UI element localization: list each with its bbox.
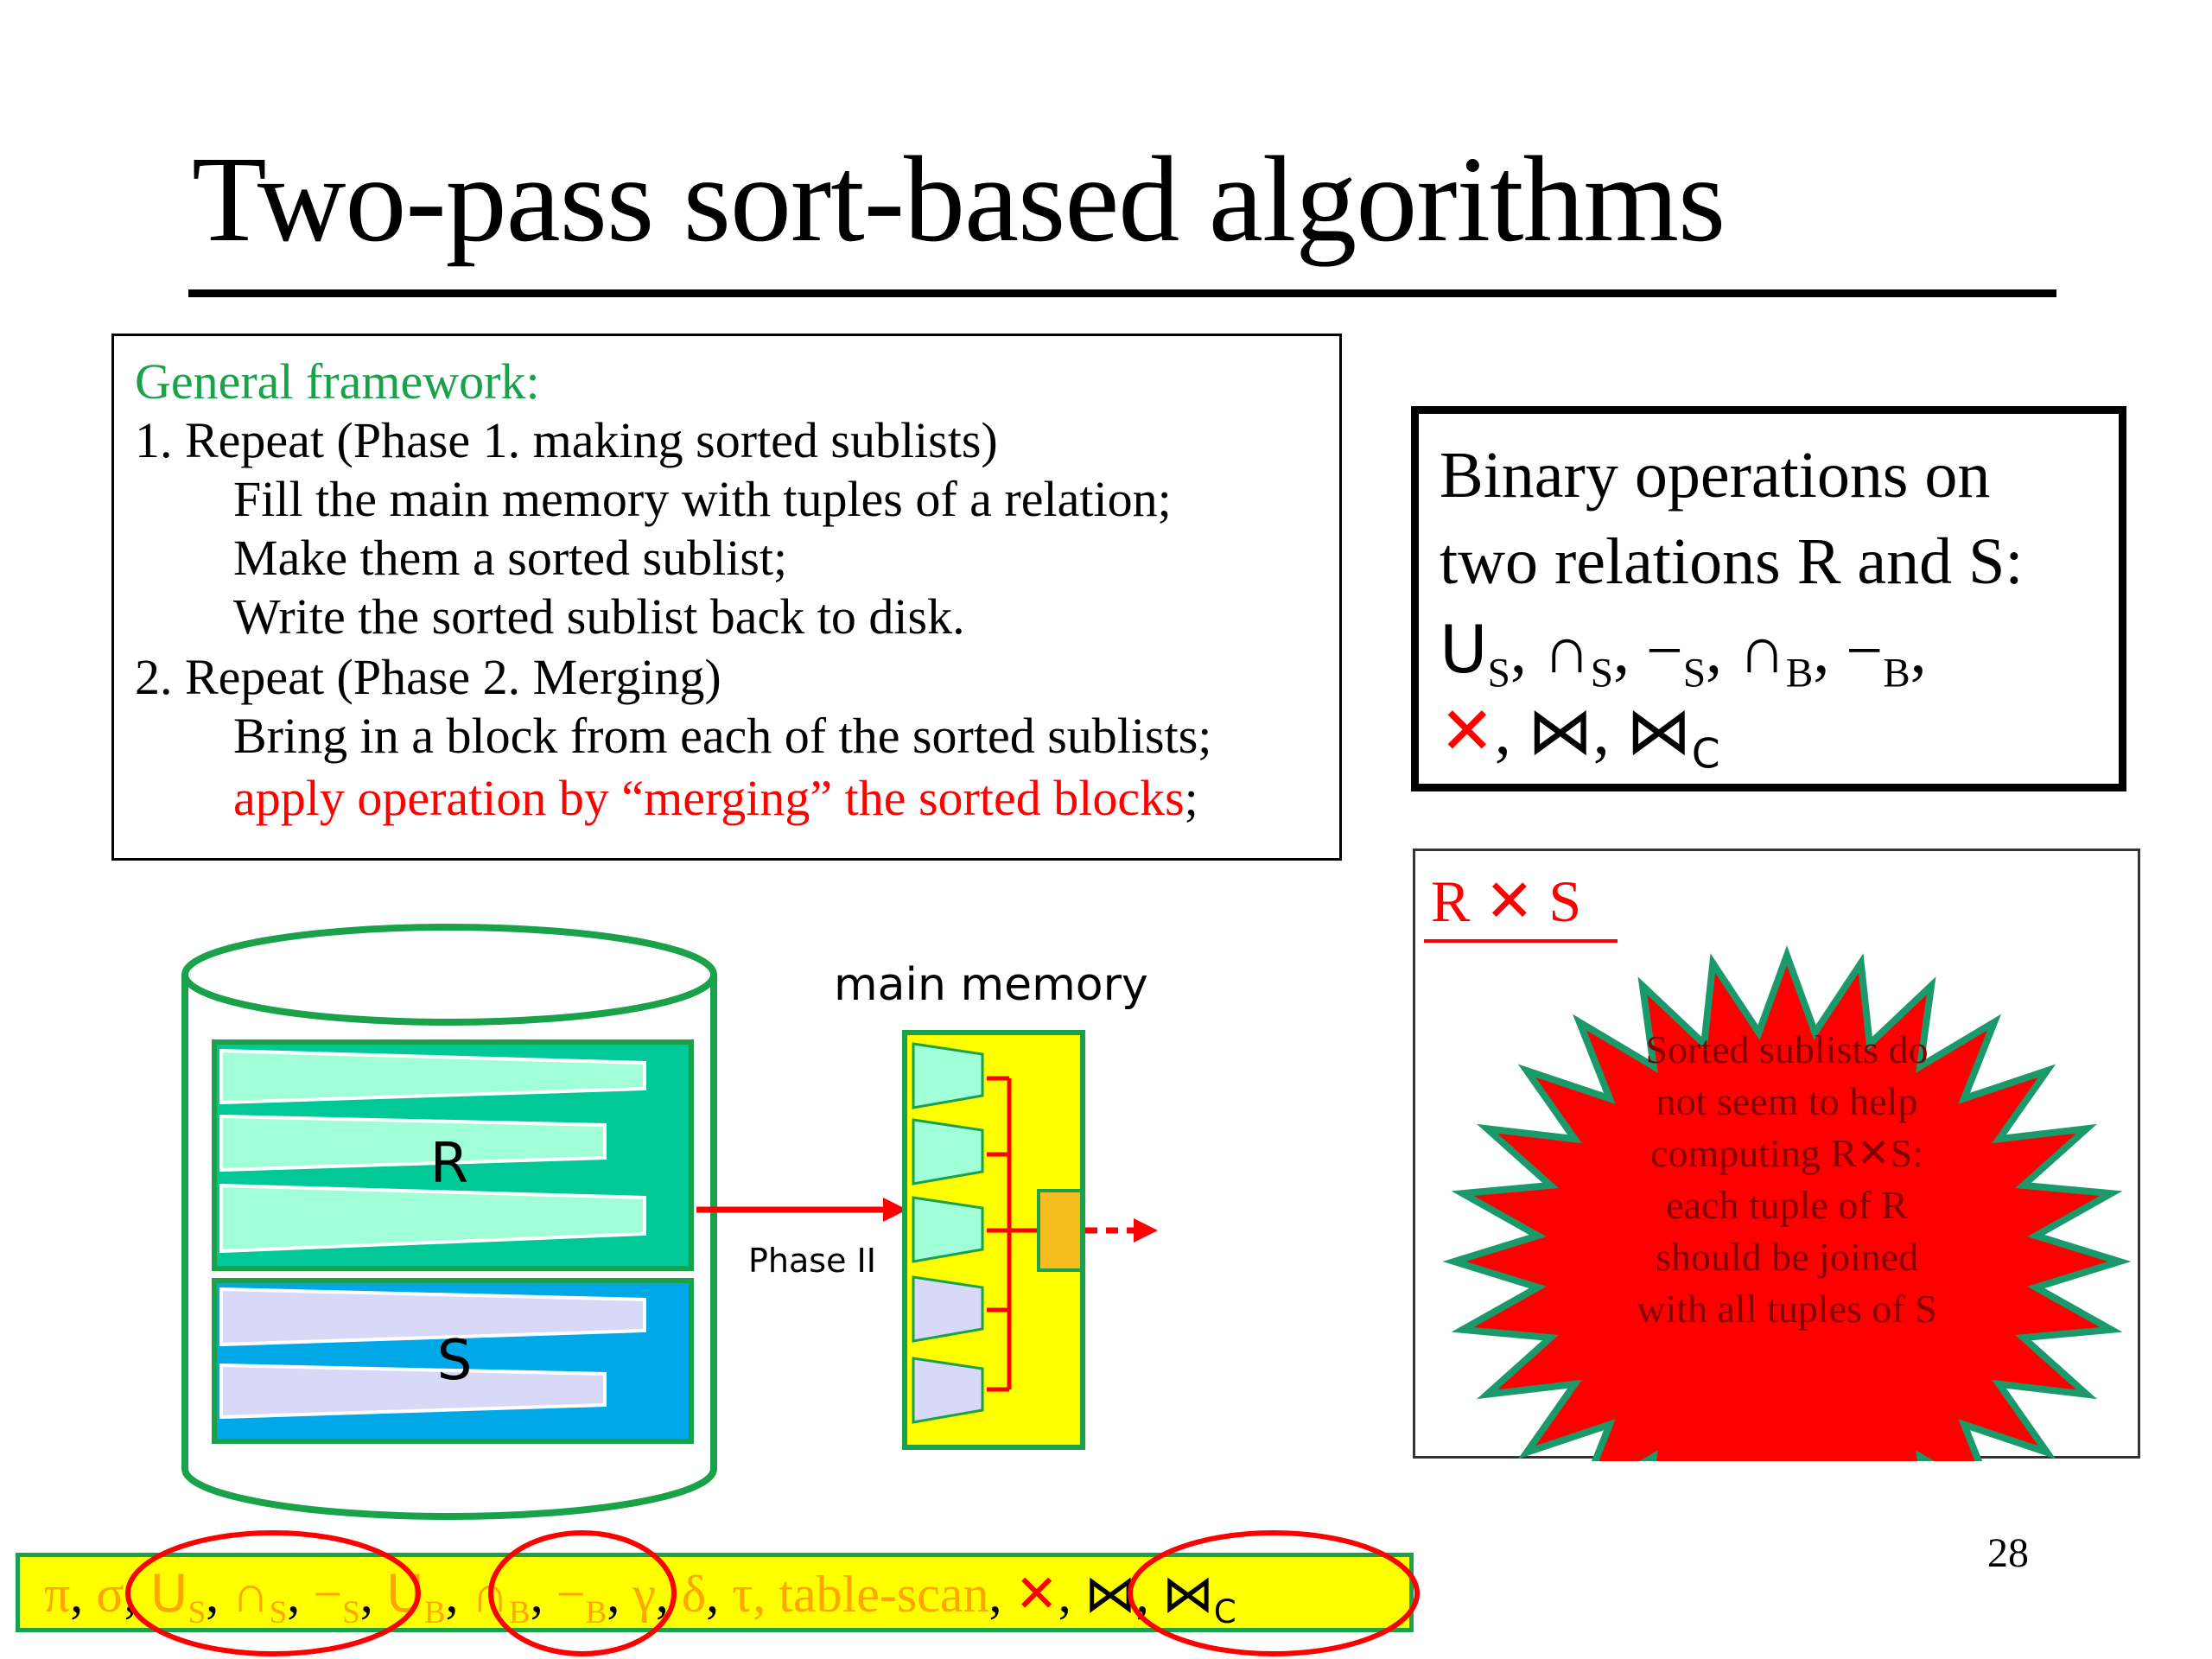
subscript: C [1692,730,1720,778]
separator: , [124,1566,137,1623]
separator: , [206,1566,219,1623]
memory-buffer-s [913,1277,982,1341]
cross-op: ✕ [1014,1566,1058,1623]
relation-s-label: S [437,1329,473,1393]
subscript: B [509,1595,531,1630]
subscript: S [270,1595,288,1630]
pi-op: π [44,1566,70,1623]
memory-buffer-s [913,1358,982,1422]
minus-symbol: − [1846,614,1883,687]
phase-label: Phase II [748,1241,876,1281]
subscript: B [1883,651,1910,696]
separator: , [656,1566,669,1623]
separator: , [706,1566,719,1623]
separator: , [753,1566,766,1623]
subscript: B [1786,651,1813,696]
gamma-op: γ [632,1566,656,1623]
intersect-symbol: ∩ [1738,614,1786,687]
union-op: U [150,1564,188,1624]
page-number: 28 [1987,1529,2029,1578]
memory-buffer-r [913,1044,982,1108]
subscript: S [342,1595,360,1630]
separator: , [1613,614,1630,687]
main-memory-label: main memory [834,959,1148,1011]
merge-diagram: R S [0,0,1348,1521]
cross-symbol: ✕ [1440,696,1495,768]
table-scan-op: table-scan [779,1566,988,1623]
separator: , [70,1566,83,1623]
separator: , [607,1566,620,1623]
subscript: S [1488,651,1510,696]
separator: , [1495,696,1511,768]
operations-list: π, σ, US, ∩S, −S, UB, ∩B, −B, γ, δ, τ, t… [44,1564,1236,1643]
cross-product-title: R ✕ S [1431,868,1581,934]
separator: , [1593,696,1610,768]
delta-op: δ [682,1566,706,1623]
memory-buffer-r [913,1198,982,1262]
operations-bar: π, σ, US, ∩S, −S, UB, ∩B, −B, γ, δ, τ, t… [16,1553,1414,1632]
subscript: C [1214,1592,1236,1630]
separator: , [531,1566,543,1623]
join-op: ⋈ [1162,1564,1214,1624]
separator: , [1813,614,1829,687]
output-arrow-head [1134,1218,1158,1243]
tau-op: τ [732,1566,753,1623]
separator: , [1510,614,1527,687]
minus-op: − [556,1566,586,1623]
separator: , [1706,614,1722,687]
separator: , [360,1566,373,1623]
join-symbol: ⋈ [1626,692,1692,769]
separator: , [988,1566,1001,1623]
separator: , [446,1566,459,1623]
join-op: ⋈ [1084,1564,1136,1624]
starburst-text: Sorted sublists do not seem to help comp… [1631,1024,1942,1335]
binary-ops-line1: Binary operations on [1440,436,1990,514]
relation-r-label: R [430,1132,468,1196]
cross-product-box: R ✕ S Sorted sublists do not seem to hel… [1413,849,2140,1459]
separator: , [287,1566,300,1623]
intersect-op: ∩ [232,1566,269,1623]
binary-ops-box: Binary operations on two relations R and… [1411,406,2126,791]
binary-ops-list2: ✕, ⋈, ⋈C [1440,692,1720,793]
union-op: U [386,1564,424,1624]
separator: , [1910,614,1927,687]
intersect-symbol: ∩ [1543,614,1591,687]
minus-symbol: − [1646,614,1683,687]
sigma-op: σ [96,1566,124,1623]
output-buffer [1039,1191,1082,1270]
separator: , [1136,1566,1149,1623]
subscript: B [424,1595,446,1630]
intersect-op: ∩ [472,1566,509,1623]
union-symbol: U [1440,611,1488,688]
memory-buffer-r [913,1120,982,1184]
disk-cylinder-top [185,927,714,1022]
subscript: B [586,1595,607,1630]
cross-product-underline [1424,939,1618,943]
join-symbol: ⋈ [1528,692,1593,769]
subscript: S [1591,651,1613,696]
subscript: S [188,1595,207,1630]
subscript: S [1683,651,1706,696]
binary-ops-line2: two relations R and S: [1440,523,2024,601]
separator: , [1058,1566,1071,1623]
minus-op: − [313,1566,342,1623]
